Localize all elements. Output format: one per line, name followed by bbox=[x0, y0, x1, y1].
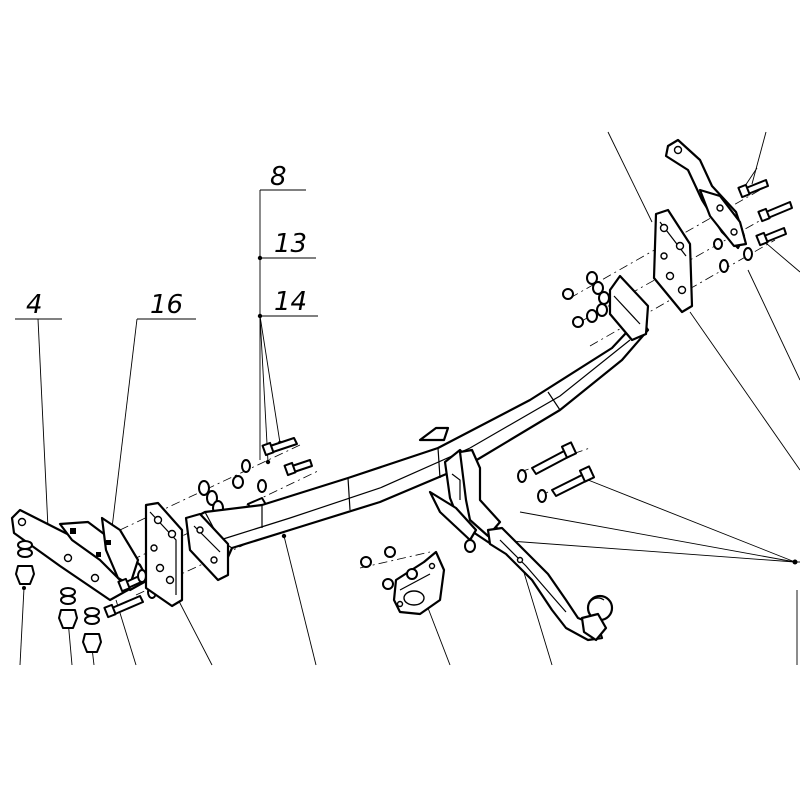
right-crossbar-nuts bbox=[562, 271, 610, 328]
electrical-socket-plate bbox=[360, 546, 446, 616]
callout-labels: 4 16 8 13 14 bbox=[26, 162, 307, 320]
callout-4: 4 bbox=[26, 290, 43, 320]
left-lower-bolts bbox=[15, 540, 102, 653]
right-fasteners bbox=[713, 179, 793, 273]
right-mounting-plate bbox=[652, 208, 694, 314]
callout-13: 13 bbox=[274, 229, 307, 259]
callout-16: 16 bbox=[150, 290, 183, 320]
leader-lines bbox=[15, 131, 800, 666]
main-crossbar bbox=[184, 274, 650, 582]
right-mounting-bracket bbox=[664, 138, 748, 250]
towball-arm bbox=[486, 526, 614, 642]
callout-14: 14 bbox=[274, 287, 307, 317]
callout-8: 8 bbox=[270, 162, 287, 192]
center-lower-bolts bbox=[517, 441, 596, 503]
left-mounting-plate bbox=[144, 501, 184, 608]
